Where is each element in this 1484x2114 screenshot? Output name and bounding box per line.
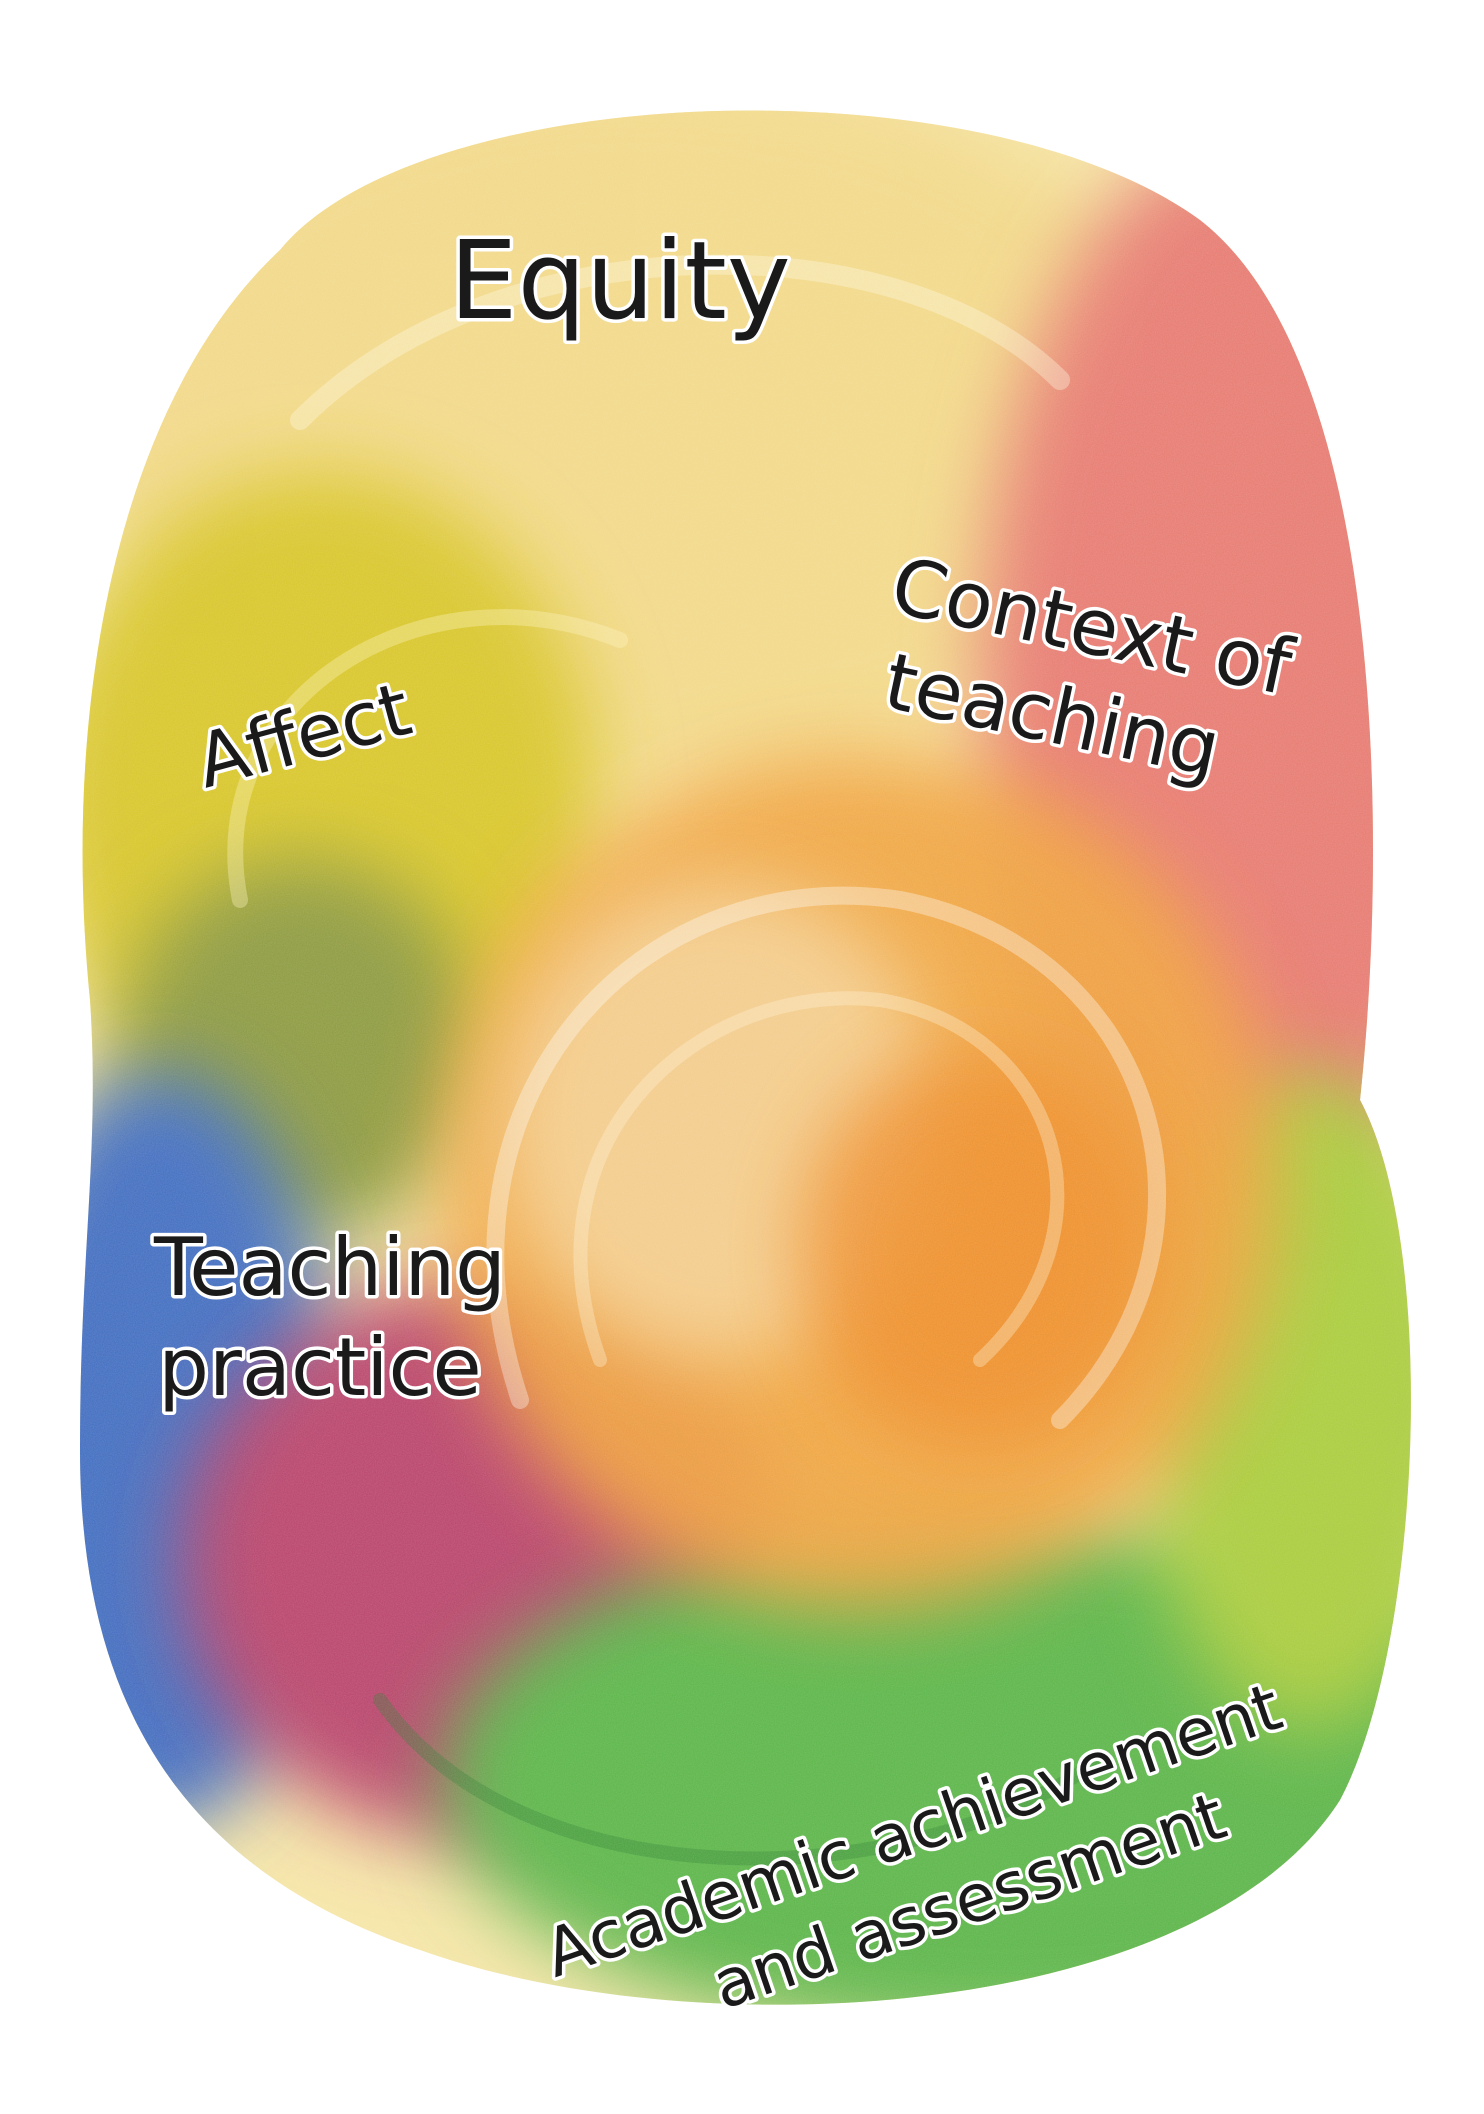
label-teaching-practice: Teaching practice	[150, 1218, 510, 1418]
label-teaching-line1: Teaching	[153, 1221, 506, 1314]
label-equity: Equity	[449, 219, 791, 344]
label-teaching-line2: practice	[158, 1321, 481, 1414]
